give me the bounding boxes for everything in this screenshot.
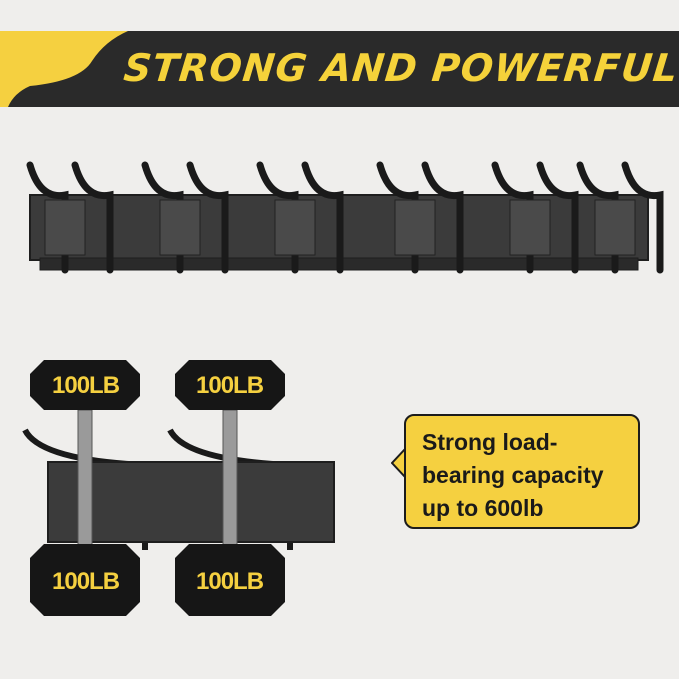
callout-line: bearing capacity [422, 462, 604, 488]
dumbbells [30, 360, 285, 616]
wall-rack-short [47, 461, 335, 543]
vent-panel [394, 199, 436, 256]
hook [491, 161, 534, 274]
hook [621, 161, 664, 274]
hook [141, 161, 184, 274]
callout-tail [391, 448, 407, 478]
hook [576, 161, 619, 274]
vent-panel [44, 199, 86, 256]
callout-line: Strong load- [422, 429, 558, 455]
hook [376, 161, 419, 274]
title-banner [0, 31, 679, 107]
hook [256, 161, 299, 274]
dumbbell-label: 100LB [52, 372, 120, 399]
hook [26, 161, 69, 274]
capacity-callout: Strong load- bearing capacity up to 600l… [404, 414, 640, 529]
hook [421, 161, 464, 274]
dumbbell-head [175, 360, 285, 410]
hook [71, 161, 114, 274]
vent-panel [274, 199, 316, 256]
vent-panel [594, 199, 636, 256]
dumbbell-head [30, 544, 140, 616]
dumbbell-label: 100LB [52, 568, 120, 595]
rack-hooks [22, 161, 664, 550]
vent-panel [509, 199, 551, 256]
dumbbell-label: 100LB [196, 372, 264, 399]
vent-panel [159, 199, 201, 256]
dumbbell-label: 100LB [196, 568, 264, 595]
hook [301, 161, 344, 274]
dumbbell-handle [77, 409, 93, 561]
hook [186, 161, 229, 274]
dumbbell-head [30, 360, 140, 410]
callout-line: up to 600lb [422, 495, 544, 521]
dumbbell-head [175, 544, 285, 616]
dumbbell-handle [222, 409, 238, 561]
hook [536, 161, 579, 274]
yellow-swoosh [0, 31, 128, 107]
